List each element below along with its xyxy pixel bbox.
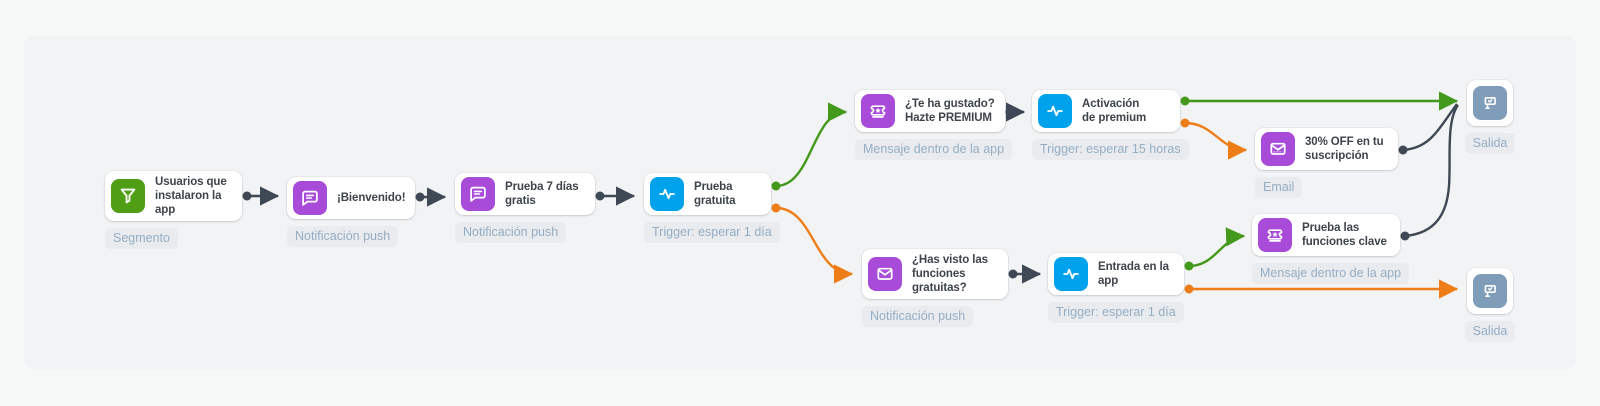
node-discount-30-off[interactable]: 30% OFF en tu suscripción Email [1255, 128, 1398, 198]
edge-discount-exittop [1398, 103, 1458, 155]
node-free-trial[interactable]: Prueba gratuita Trigger: esperar 1 día [644, 173, 780, 243]
node-card[interactable]: Prueba las funciones clave [1252, 214, 1400, 256]
node-app-entry[interactable]: Entrada en la app Trigger: esperar 1 día [1048, 253, 1184, 323]
pulse-icon [1038, 94, 1072, 128]
node-type-tag: Salida [1464, 133, 1516, 154]
node-type-tag: Trigger: esperar 1 día [644, 222, 780, 243]
node-card[interactable]: 30% OFF en tu suscripción [1255, 128, 1398, 170]
node-type-tag: Segmento [105, 228, 178, 249]
edge-activation-discount [1180, 118, 1248, 160]
node-card[interactable]: Usuarios que instalaron la app [105, 171, 242, 221]
node-type-tag: Trigger: esperar 1 día [1048, 302, 1184, 323]
node-segment[interactable]: Usuarios que instalaron la app Segmento [105, 171, 242, 249]
node-title: 30% OFF en tu suscripción [1305, 136, 1384, 162]
ticket-icon [861, 94, 895, 128]
node-type-tag: Notificación push [862, 306, 974, 327]
node-card[interactable]: ¡Bienvenido! [287, 177, 415, 219]
node-title: Prueba 7 días gratis [505, 181, 579, 207]
chat-icon [293, 181, 327, 215]
node-card[interactable]: Prueba gratuita [644, 173, 771, 215]
node-card[interactable] [1467, 80, 1513, 126]
edge-liked-activation [1005, 102, 1026, 122]
funnel-icon [111, 179, 145, 213]
node-type-tag: Salida [1464, 321, 1516, 342]
node-title: ¡Bienvenido! [337, 192, 406, 204]
node-type-tag: Notificación push [287, 226, 399, 247]
node-title: Activación de premium [1082, 98, 1147, 124]
flag-icon [1473, 274, 1507, 308]
pulse-icon [650, 177, 684, 211]
mail-icon [1261, 132, 1295, 166]
node-card[interactable]: Entrada en la app [1048, 253, 1184, 295]
node-key-features[interactable]: Prueba las funciones clave Mensaje dentr… [1252, 214, 1410, 284]
edge-seen-appentry [1008, 264, 1042, 284]
mail-icon [868, 257, 902, 291]
node-title: Prueba gratuita [694, 181, 736, 207]
edge-freetrial-seen [771, 203, 854, 284]
node-card[interactable]: ¿Has visto las funciones gratuitas? [862, 249, 1008, 299]
node-title: Usuarios que instalaron la app [155, 176, 227, 216]
node-type-tag: Trigger: esperar 15 horas [1032, 139, 1189, 160]
node-type-tag: Email [1255, 177, 1303, 198]
node-card[interactable]: ¿Te ha gustado? Hazte PREMIUM [855, 90, 1005, 132]
edge-appentry-keyfeatures [1184, 227, 1246, 271]
edge-segment-welcome [242, 186, 280, 206]
node-type-tag: Mensaje dentro de la app [1252, 263, 1410, 284]
flag-icon [1473, 86, 1507, 120]
edge-keyfeatures-exittop [1400, 104, 1460, 241]
edge-activation-exittop [1180, 91, 1459, 111]
ticket-icon [1258, 218, 1292, 252]
node-title: ¿Te ha gustado? Hazte PREMIUM [905, 98, 995, 124]
node-card[interactable]: Prueba 7 días gratis [455, 173, 595, 215]
node-type-tag: Notificación push [455, 222, 567, 243]
edge-appentry-exitbottom [1184, 279, 1459, 299]
node-trial-7-days[interactable]: Prueba 7 días gratis Notificación push [455, 173, 595, 243]
node-type-tag: Mensaje dentro de la app [855, 139, 1013, 160]
node-title: Prueba las funciones clave [1302, 222, 1387, 248]
node-exit-top[interactable]: Salida [1464, 80, 1516, 154]
node-title: Entrada en la app [1098, 261, 1169, 287]
node-liked-premium[interactable]: ¿Te ha gustado? Hazte PREMIUM Mensaje de… [855, 90, 1013, 160]
node-welcome[interactable]: ¡Bienvenido! Notificación push [287, 177, 415, 247]
pulse-icon [1054, 257, 1088, 291]
edge-freetrial-liked [771, 102, 848, 191]
flow-canvas [24, 36, 1576, 370]
chat-icon [461, 177, 495, 211]
edge-trial7-freetrial [595, 186, 636, 206]
node-title: ¿Has visto las funciones gratuitas? [912, 254, 988, 294]
node-seen-free-features[interactable]: ¿Has visto las funciones gratuitas? Noti… [862, 249, 1008, 327]
node-premium-activation[interactable]: Activación de premium Trigger: esperar 1… [1032, 90, 1189, 160]
node-exit-bottom[interactable]: Salida [1464, 268, 1516, 342]
edge-welcome-trial7 [415, 187, 447, 207]
node-card[interactable]: Activación de premium [1032, 90, 1180, 132]
node-card[interactable] [1467, 268, 1513, 314]
